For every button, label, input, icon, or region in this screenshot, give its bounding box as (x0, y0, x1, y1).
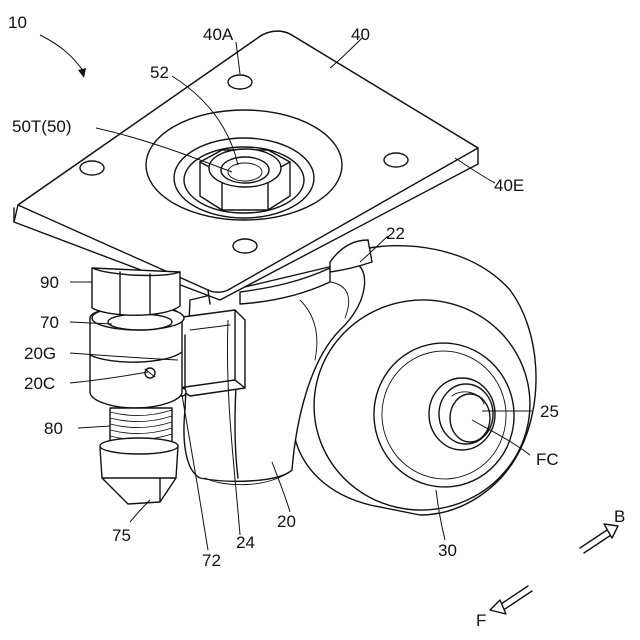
label-fc: FC (536, 450, 559, 469)
bracket-24 (175, 310, 245, 396)
label-40a: 40A (203, 25, 234, 44)
label-52: 52 (150, 63, 169, 82)
label-22: 22 (386, 224, 405, 243)
label-75: 75 (112, 526, 131, 545)
label-50t: 50T(50) (12, 117, 72, 136)
label-20: 20 (277, 512, 296, 531)
foot-75 (100, 438, 178, 504)
label-10: 10 (8, 13, 27, 32)
collar-70 (90, 306, 184, 408)
arrow-f (490, 586, 532, 614)
label-25: 25 (540, 402, 559, 421)
label-40: 40 (351, 25, 370, 44)
label-30: 30 (438, 541, 457, 560)
label-70: 70 (40, 313, 59, 332)
label-20g: 20G (24, 344, 56, 363)
label-20c: 20C (24, 374, 55, 393)
label-f: F (476, 611, 486, 630)
label-90: 90 (40, 273, 59, 292)
label-b: B (614, 507, 625, 526)
thread-80 (110, 408, 172, 442)
nut-52 (200, 149, 290, 210)
arrow-b (580, 524, 618, 553)
label-80: 80 (44, 419, 63, 438)
label-72: 72 (202, 551, 221, 570)
label-24: 24 (236, 533, 255, 552)
label-40e: 40E (494, 176, 524, 195)
